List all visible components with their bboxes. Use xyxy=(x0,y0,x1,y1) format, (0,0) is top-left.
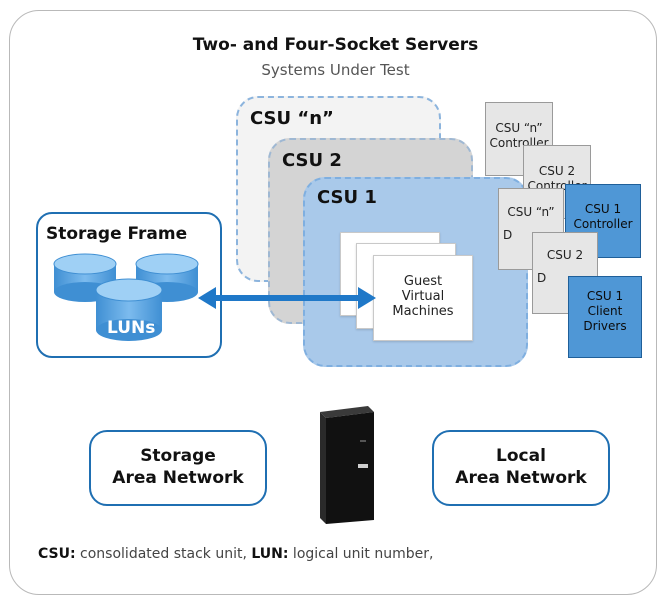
diagram-title: Two- and Four-Socket Servers xyxy=(192,35,479,55)
server-tower-icon xyxy=(320,406,374,524)
csu-2-label: CSU 2 xyxy=(282,150,342,171)
csu-n-controller-line1: CSU “n” xyxy=(495,121,543,135)
san-line1: Storage xyxy=(140,446,216,466)
footer-csu-abbr: CSU: xyxy=(38,546,76,562)
csu-1-drivers-line3: Drivers xyxy=(583,319,627,333)
csu-1-drivers-card: CSU 1 Client Drivers xyxy=(568,276,642,358)
guest-vm-line3: Machines xyxy=(392,304,454,319)
diagram-subtitle: Systems Under Test xyxy=(261,61,410,79)
csu-2-controller-line1: CSU 2 xyxy=(538,164,576,178)
footer-lun-abbr: LUN: xyxy=(251,546,289,562)
lun-disks-icon xyxy=(53,253,199,341)
csu-2-drivers-line2: D xyxy=(537,271,547,285)
storage-link-arrow xyxy=(198,287,376,309)
csu-n-drivers-line2: D xyxy=(503,228,513,242)
local-area-network-box: Local Area Network xyxy=(432,430,610,506)
storage-area-network-box: Storage Area Network xyxy=(89,430,267,506)
vm-sheet-front: Guest Virtual Machines xyxy=(373,255,473,341)
csu-1-label: CSU 1 xyxy=(317,187,377,208)
storage-frame-title: Storage Frame xyxy=(46,224,188,244)
csu-1-drivers-line1: CSU 1 xyxy=(586,289,624,303)
csu-1-controller-line2: Controller xyxy=(573,217,633,231)
csu-n-label: CSU “n” xyxy=(250,108,334,129)
lan-line2: Area Network xyxy=(455,468,587,488)
guest-vm-line1: Guest xyxy=(403,274,443,289)
csu-n-drivers-line1: CSU “n” xyxy=(507,205,555,219)
footer-lun-def: logical unit number, xyxy=(288,546,434,562)
csu-2-drivers-line1: CSU 2 xyxy=(546,248,584,262)
footer-legend: CSU: consolidated stack unit, LUN: logic… xyxy=(38,546,433,562)
csu-1-controller-line1: CSU 1 xyxy=(584,202,622,216)
guest-vm-line2: Virtual xyxy=(401,289,445,304)
footer-csu-def: consolidated stack unit, xyxy=(75,546,252,562)
luns-label: LUNs xyxy=(107,318,156,338)
csu-1-drivers-line2: Client xyxy=(587,304,623,318)
lan-line1: Local xyxy=(496,446,546,466)
san-line2: Area Network xyxy=(112,468,244,488)
disk-front xyxy=(95,278,163,341)
